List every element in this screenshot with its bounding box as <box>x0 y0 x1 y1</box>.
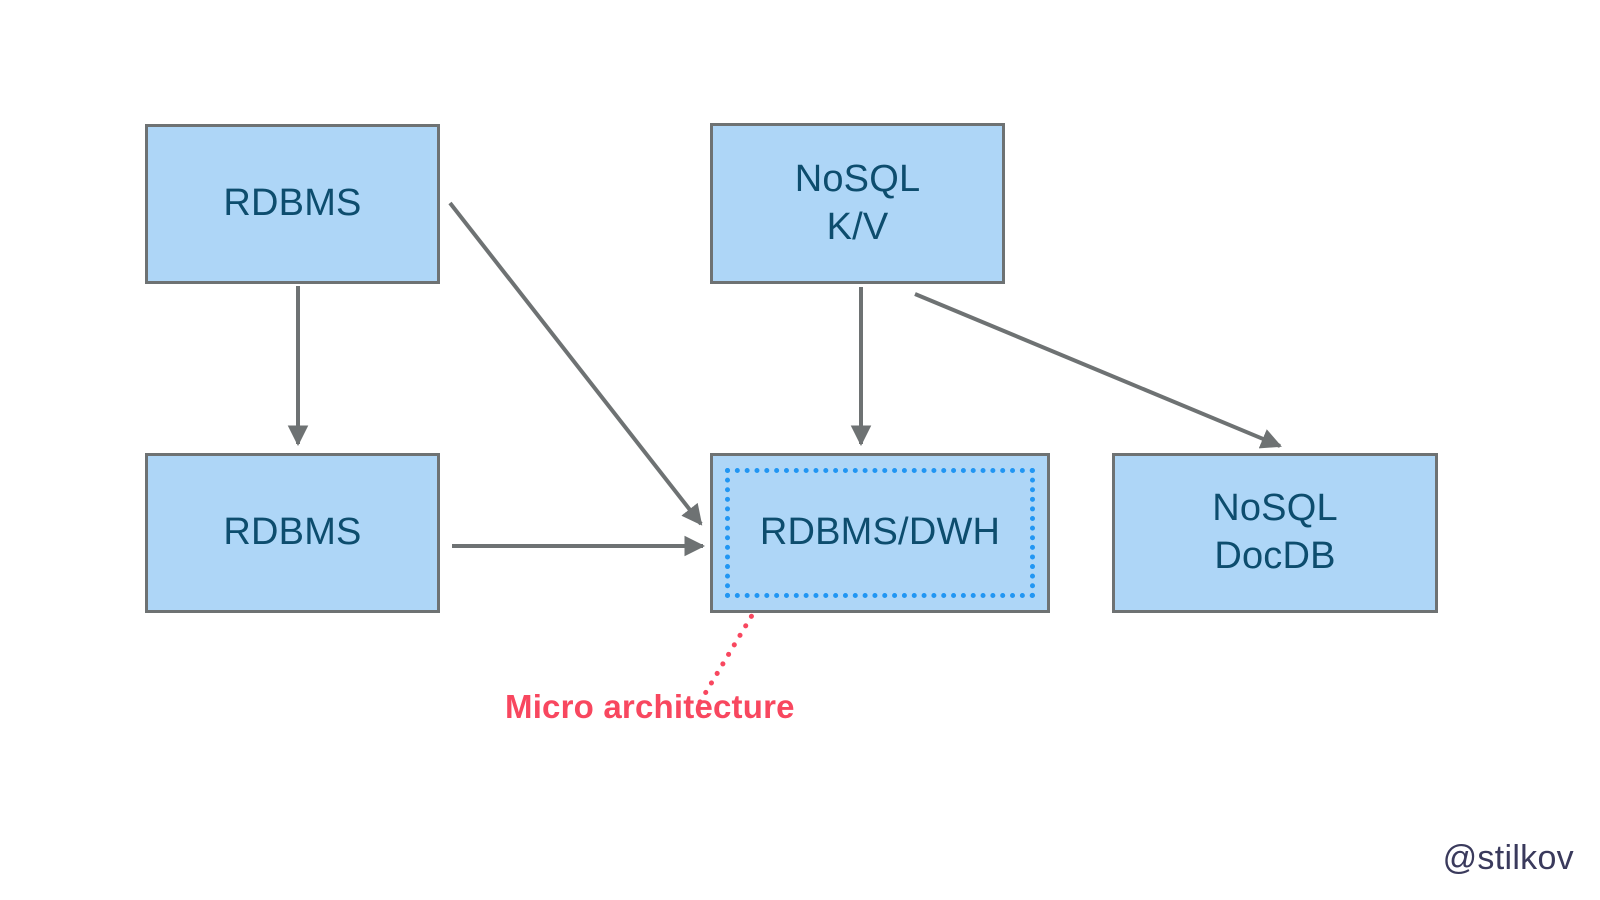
node-nosql-kv[interactable]: NoSQL K/V <box>710 123 1005 284</box>
node-rdbms-dwh[interactable]: RDBMS/DWH <box>710 453 1050 613</box>
highlight-dotted-border <box>725 468 1035 598</box>
node-label: RDBMS/DWH <box>759 511 1001 554</box>
node-label: NoSQL K/V <box>794 157 921 248</box>
node-rdbms-top-left[interactable]: RDBMS <box>145 124 440 284</box>
node-nosql-docdb[interactable]: NoSQL DocDB <box>1112 453 1438 613</box>
node-rdbms-bottom-left[interactable]: RDBMS <box>145 453 440 613</box>
node-label: NoSQL DocDB <box>1212 487 1338 577</box>
annotation-micro-architecture: Micro architecture <box>505 688 795 725</box>
arrow-nosql-kv-to-nosql-docdb <box>914 292 1282 449</box>
arrow-rdbms-top-to-rdbms-dwh <box>448 201 703 526</box>
node-label: RDBMS <box>223 182 362 225</box>
watermark-handle: @stilkov <box>1442 839 1574 877</box>
node-label: RDBMS <box>223 511 362 554</box>
